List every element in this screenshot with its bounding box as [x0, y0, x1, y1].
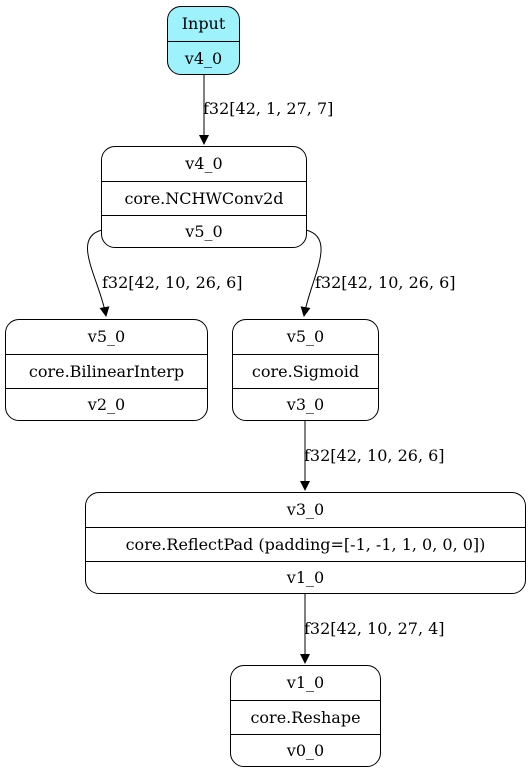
- edge-label-conv-to-bilinear: f32[42, 10, 26, 6]: [102, 273, 243, 292]
- bilinear-interp-node[interactable]: v5_0 core.BilinearInterp v2_0: [5, 319, 208, 421]
- edge-label-input-to-conv: f32[42, 1, 27, 7]: [203, 99, 334, 118]
- edge-conv-to-bilinear: [86, 229, 110, 317]
- reflectpad-node-output: v1_0: [86, 561, 525, 593]
- input-node-output: v4_0: [168, 41, 239, 74]
- reshape-node-op: core.Reshape: [231, 700, 380, 734]
- reshape-node-output: v0_0: [231, 734, 380, 766]
- reshape-node-input: v1_0: [286, 673, 325, 692]
- conv2d-node-output: v5_0: [102, 215, 306, 247]
- edge-conv-to-sigmoid: [300, 229, 322, 317]
- conv2d-node-op: core.NCHWConv2d: [102, 181, 306, 215]
- sigmoid-node[interactable]: v5_0 core.Sigmoid v3_0: [232, 319, 379, 421]
- sigmoid-node-output: v3_0: [233, 388, 378, 420]
- bilinear-interp-node-output: v2_0: [6, 388, 207, 420]
- conv2d-node-input: v4_0: [185, 154, 223, 173]
- sigmoid-node-op: core.Sigmoid: [233, 354, 378, 388]
- bilinear-interp-node-op: core.BilinearInterp: [6, 354, 207, 388]
- input-node[interactable]: Input v4_0: [167, 6, 240, 75]
- input-node-title: Input: [181, 14, 226, 33]
- reflectpad-node[interactable]: v3_0 core.ReflectPad (padding=[-1, -1, 1…: [85, 492, 526, 594]
- bilinear-interp-node-input: v5_0: [87, 327, 126, 346]
- edge-label-conv-to-sigmoid: f32[42, 10, 26, 6]: [315, 273, 456, 292]
- reflectpad-node-input: v3_0: [286, 500, 325, 519]
- reshape-node[interactable]: v1_0 core.Reshape v0_0: [230, 665, 381, 767]
- edge-label-reflectpad-to-reshape: f32[42, 10, 27, 4]: [304, 619, 445, 638]
- reflectpad-node-op: core.ReflectPad (padding=[-1, -1, 1, 0, …: [86, 527, 525, 561]
- conv2d-node[interactable]: v4_0 core.NCHWConv2d v5_0: [101, 146, 307, 248]
- sigmoid-node-input: v5_0: [286, 327, 325, 346]
- edge-label-sigmoid-to-reflectpad: f32[42, 10, 26, 6]: [304, 446, 445, 465]
